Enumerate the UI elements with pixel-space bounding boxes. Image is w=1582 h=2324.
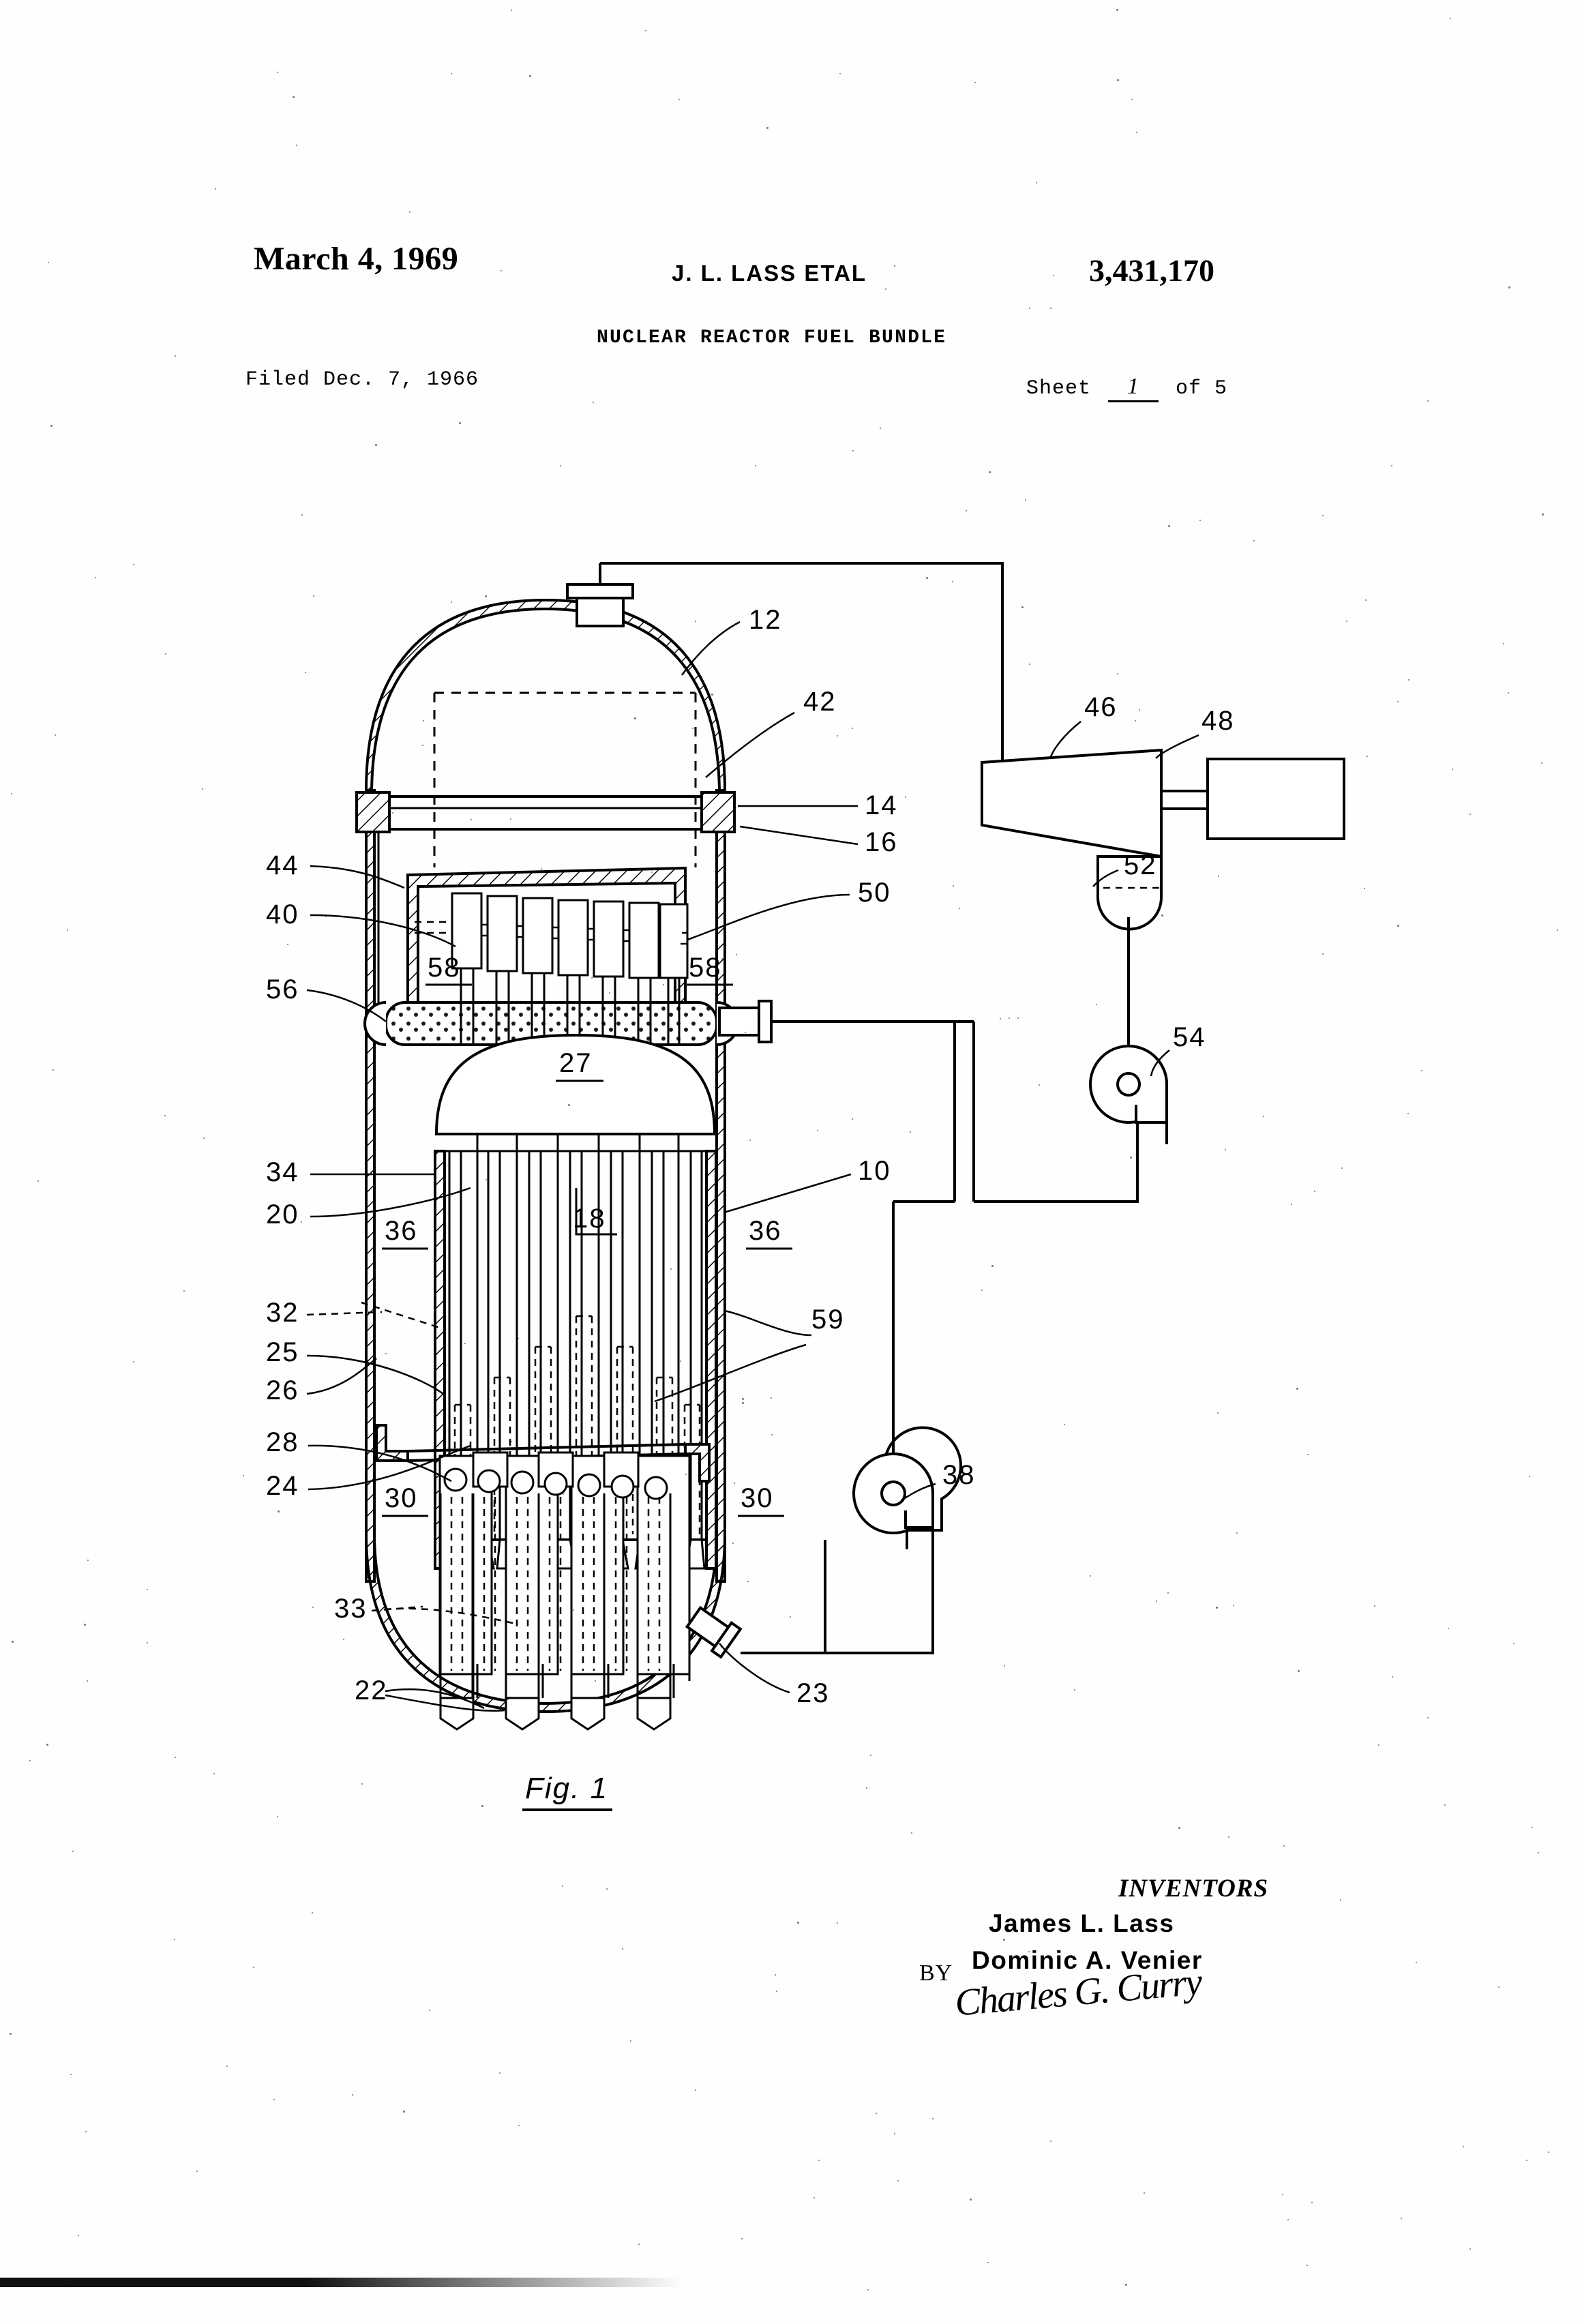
- svg-text:42: 42: [803, 687, 837, 717]
- sheet-number-value: 1: [1104, 374, 1163, 402]
- ref-leader-48: 48: [1155, 706, 1235, 759]
- ref-leader-38: 38: [901, 1460, 976, 1502]
- svg-text:16: 16: [865, 827, 898, 857]
- pressure-vessel-10: [365, 598, 726, 1714]
- ref-inline-58-left: 58: [426, 953, 472, 986]
- svg-text:10: 10: [858, 1156, 891, 1186]
- ref-leader-10: 10: [723, 1156, 891, 1214]
- ref-leader-24: 24: [266, 1444, 471, 1501]
- svg-text:48: 48: [1202, 706, 1235, 736]
- svg-text:27: 27: [559, 1048, 593, 1078]
- svg-text:36: 36: [385, 1216, 418, 1246]
- recirc-outlet-nozzle-23: [685, 1540, 826, 1659]
- ref-leader-26: 26: [266, 1358, 377, 1405]
- steam-nozzle-upper: [718, 1000, 956, 1202]
- svg-text:23: 23: [796, 1678, 830, 1708]
- figure-caption: Fig. 1: [522, 1772, 613, 1811]
- ref-leader-56: 56: [266, 974, 387, 1022]
- svg-text:26: 26: [266, 1375, 299, 1405]
- ref-leader-33: 33: [334, 1594, 423, 1624]
- ref-inline-30-left: 30: [382, 1483, 428, 1517]
- ref-leader-16: 16: [739, 825, 898, 857]
- issue-date: March 4, 1969: [254, 241, 459, 277]
- svg-text:12: 12: [749, 605, 782, 635]
- svg-text:52: 52: [1124, 850, 1157, 880]
- svg-text:32: 32: [266, 1298, 299, 1328]
- svg-text:38: 38: [942, 1460, 976, 1490]
- sheet-suffix-label: of 5: [1176, 377, 1228, 400]
- ref-leader-34: 34: [266, 1157, 435, 1187]
- inventor-name-1: James L. Lass: [989, 1909, 1175, 1937]
- internal-boundary-42: [433, 691, 697, 867]
- svg-text:40: 40: [266, 899, 299, 929]
- ref-leader-42: 42: [705, 687, 837, 778]
- ref-inline-30-right: 30: [738, 1483, 784, 1517]
- svg-text:36: 36: [749, 1216, 782, 1246]
- svg-text:25: 25: [266, 1337, 299, 1367]
- sheet-prefix-label: Sheet: [1026, 377, 1092, 400]
- ref-leader-59: 59: [654, 1305, 845, 1403]
- svg-text:46: 46: [1084, 692, 1118, 722]
- by-label: BY: [919, 1961, 953, 1986]
- ref-inline-36-right: 36: [746, 1216, 792, 1250]
- svg-text:59: 59: [811, 1305, 845, 1335]
- ref-leader-23: 23: [719, 1643, 830, 1708]
- recirculation-pump-38: [825, 1200, 962, 1654]
- ref-leader-52: 52: [1092, 850, 1157, 887]
- svg-text:18: 18: [573, 1204, 606, 1234]
- svg-text:50: 50: [858, 878, 891, 908]
- ref-leader-25: 25: [266, 1337, 444, 1395]
- ref-inline-58-right: 58: [687, 953, 733, 986]
- patent-title: NUCLEAR REACTOR FUEL BUNDLE: [597, 327, 947, 348]
- ref-leader-22: 22: [355, 1675, 505, 1712]
- inventor-name-2: Dominic A. Venier: [972, 1946, 1203, 1974]
- ref-leader-32: 32: [266, 1298, 443, 1330]
- svg-text:22: 22: [355, 1675, 388, 1705]
- inventors-label: INVENTORS: [1118, 1875, 1269, 1903]
- ref-leader-14: 14: [738, 790, 898, 820]
- ref-leader-44: 44: [266, 850, 405, 889]
- ref-leader-46: 46: [1049, 692, 1118, 759]
- svg-text:30: 30: [385, 1483, 418, 1513]
- svg-text:14: 14: [865, 790, 898, 820]
- feedwater-pump-54: [955, 1020, 1168, 1203]
- ref-leader-12: 12: [681, 605, 782, 676]
- ref-inline-27: 27: [556, 1048, 603, 1082]
- svg-text:56: 56: [266, 974, 299, 1004]
- ref-leader-40: 40: [266, 899, 456, 948]
- svg-text:20: 20: [266, 1200, 299, 1230]
- svg-text:30: 30: [741, 1483, 774, 1513]
- ref-inline-36-left: 36: [382, 1216, 428, 1250]
- svg-text:34: 34: [266, 1157, 299, 1187]
- ref-leader-50: 50: [687, 878, 891, 941]
- core-shroud-dome-27: [434, 1033, 717, 1152]
- svg-text:54: 54: [1173, 1022, 1206, 1052]
- ref-inline-18: 18: [573, 1204, 606, 1234]
- svg-text:44: 44: [266, 850, 299, 880]
- steam-line-pipe: [599, 562, 1004, 762]
- ref-leader-28: 28: [266, 1427, 452, 1483]
- filing-date: Filed Dec. 7, 1966: [245, 368, 479, 391]
- ref-leader-20: 20: [266, 1187, 471, 1230]
- fuel-bundles-30: [372, 1451, 691, 1731]
- steam-outlet-nozzle: [566, 583, 634, 627]
- generator-48: [1206, 758, 1345, 840]
- svg-text:28: 28: [266, 1427, 299, 1457]
- turbine-46: [981, 563, 1209, 931]
- sheet-indicator: Sheet 1 of 5: [1026, 374, 1228, 402]
- page-edge-artifact: [0, 2278, 682, 2287]
- patent-number: 3,431,170: [1089, 253, 1214, 288]
- inventor-line: J. L. LASS ETAL: [672, 260, 867, 286]
- svg-text:24: 24: [266, 1471, 299, 1501]
- svg-text:58: 58: [428, 953, 461, 983]
- vessel-flange-14-16: [355, 791, 736, 833]
- ref-leader-54: 54: [1150, 1022, 1206, 1077]
- svg-text:58: 58: [689, 953, 722, 983]
- svg-text:33: 33: [334, 1594, 368, 1624]
